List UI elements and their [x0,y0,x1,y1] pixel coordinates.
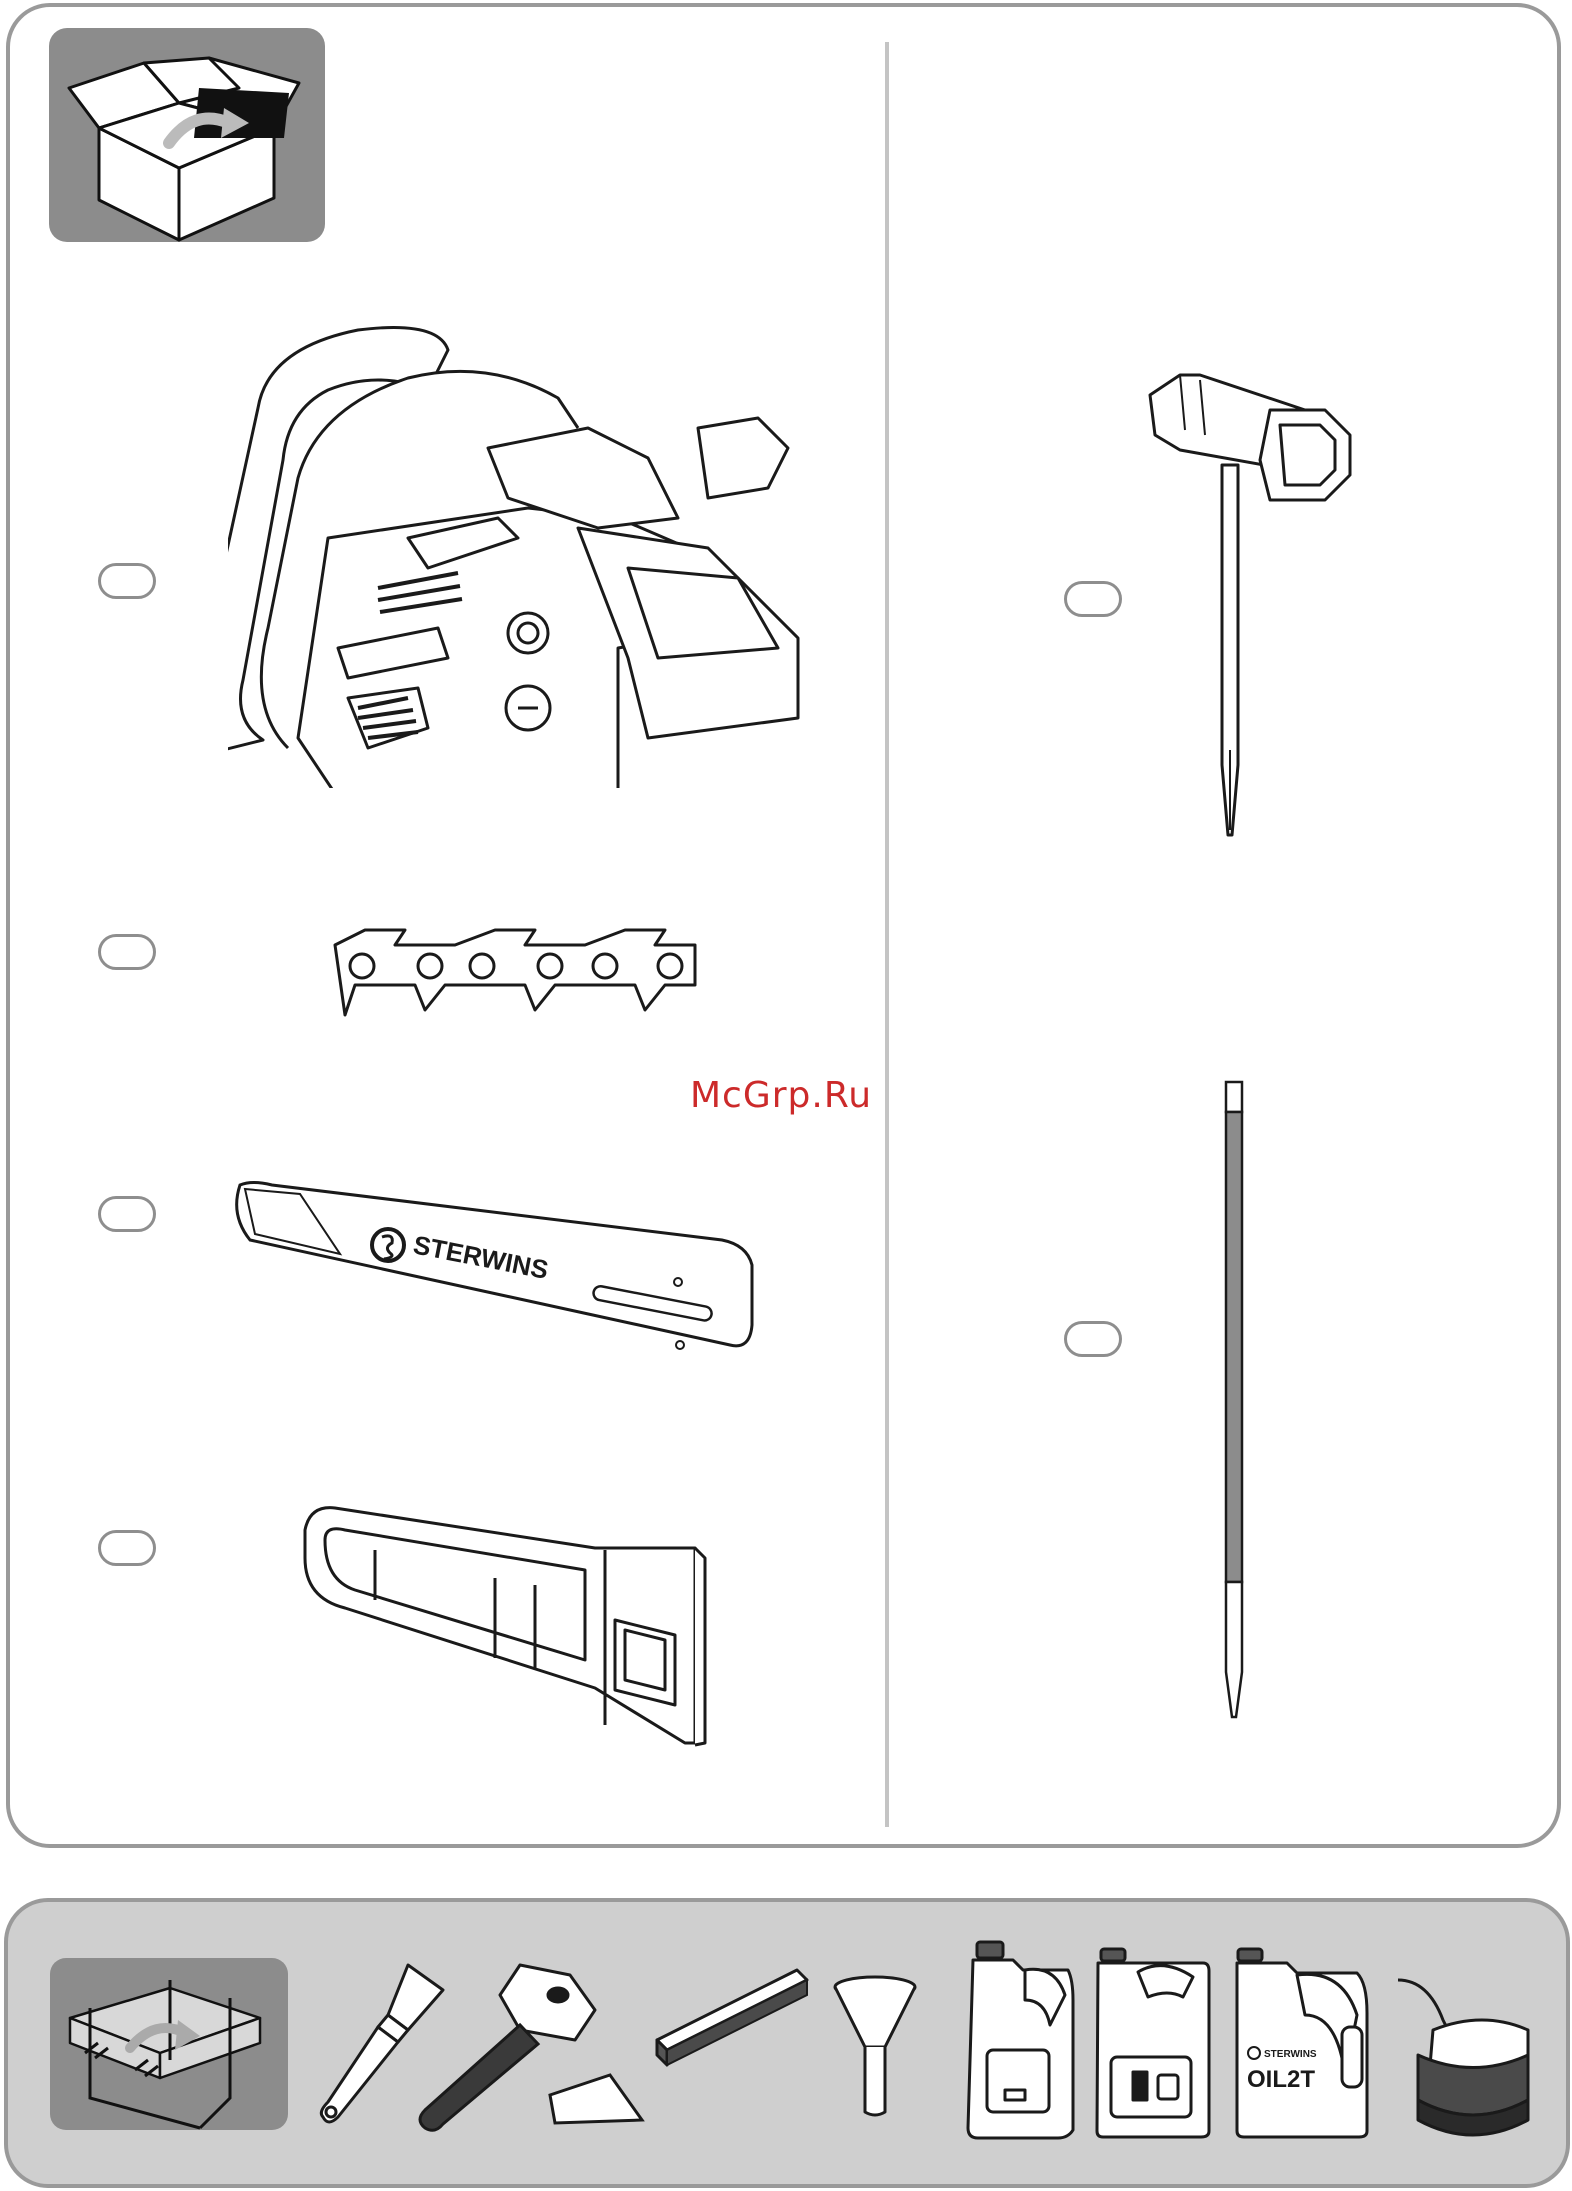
unboxing-badge [49,28,325,242]
package-contents-panel [6,3,1561,1848]
item-marker-chain [98,934,156,970]
chainsaw-illustration [228,318,808,788]
item-marker-bar-cover [98,1530,156,1566]
watermark: McGrp.Ru [690,1075,872,1116]
funnel-icon [830,1975,920,2120]
bar-cover-illustration [295,1500,715,1750]
chain-oil-bottle-icon [965,1940,1075,2140]
workbench-icon [50,1958,288,2130]
saw-chain-illustration [330,920,705,1020]
oil-can-icon [1393,1975,1538,2140]
fuel-can-icon [1093,1947,1211,2139]
workbench-badge [50,1958,288,2130]
hammer-icon [410,1955,650,2135]
oil-bottle-product-label: OIL2T [1247,2066,1315,2093]
round-file-illustration [1220,1080,1250,1722]
item-marker-spark-plug-wrench [1064,581,1122,617]
spark-plug-wrench-illustration [1140,370,1380,845]
column-divider [885,42,889,1827]
two-stroke-oil-bottle-icon: STERWINS OIL2T [1232,1947,1372,2139]
item-marker-file [1064,1321,1122,1357]
oil-bottle-brand-label: STERWINS [1264,2049,1317,2060]
wire-brush-icon [652,1965,812,2075]
item-marker-guide-bar [98,1196,156,1232]
guide-bar-illustration: STERWINS [220,1175,765,1375]
item-marker-chainsaw [98,563,156,599]
open-box-icon [49,28,325,242]
